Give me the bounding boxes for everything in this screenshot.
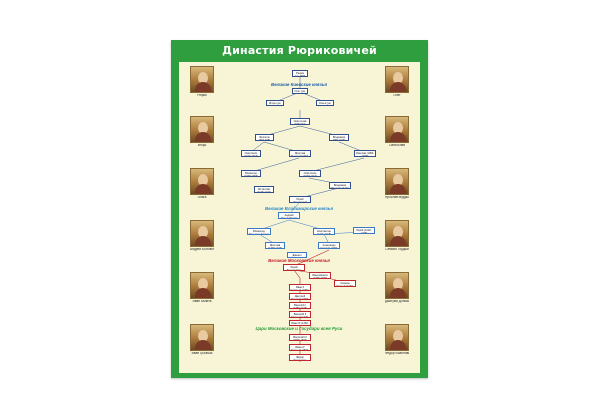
portrait-caption: Иван Грозный <box>191 352 213 355</box>
node-vsevolod: Всеволод (1078-1093) <box>241 170 261 177</box>
portrait-image <box>385 168 409 195</box>
portrait-image <box>190 324 214 351</box>
node-olga: Ольга (ум. 969) <box>316 100 334 106</box>
node-vasily-2: Василий II Тёмный (1425-1462) <box>289 311 311 318</box>
node-yaroslav: Ярослав Мудрый (1019-1054) <box>289 150 311 157</box>
moscow-heading: Великие Московские князья <box>268 258 330 263</box>
portrait-left-3: Ольга <box>190 168 214 200</box>
node-yaropolk: Ярополк (972-978) <box>255 134 274 141</box>
portrait-left-5: Иван Калита <box>190 272 214 304</box>
portrait-image <box>385 272 409 299</box>
node-izyaslav: Изяслав (1054-1078) <box>354 150 376 157</box>
node-yuri: Юрий (1218-1238) <box>353 227 375 234</box>
node-svyatopolk: Святополк (1015-1019) <box>241 150 261 157</box>
node-mstislav: Мстислав (1125-1132) <box>254 186 274 193</box>
portrait-caption: Дмитрий Донской <box>385 300 409 303</box>
portrait-left-6: Иван Грозный <box>190 324 214 356</box>
node-ivan-3: Иван III (1462-1505) <box>289 320 311 326</box>
portrait-image <box>190 66 214 93</box>
portrait-image <box>190 116 214 143</box>
node-dolgoruky: Юрий Долгорукий (1149-1157) <box>289 196 311 203</box>
node-ryurik: Рюрик (ум. 879) <box>292 70 308 77</box>
portrait-caption: Святослав <box>389 144 405 147</box>
portrait-caption: Игорь <box>197 144 207 147</box>
portrait-left-4: Андрей Боголюбский <box>190 220 214 252</box>
portrait-right-2: Святослав <box>385 116 409 148</box>
portrait-image <box>385 220 409 247</box>
node-bogolyubsky: Андрей Боголюбский (1157-1174) <box>278 212 300 219</box>
node-vasily-3: Василий III (1505-1533) <box>289 334 311 341</box>
node-vasily-1: Василий I (1389-1425) <box>289 302 311 309</box>
node-semion: Семион Гордый (1340-1353) <box>334 280 356 287</box>
node-igor: Игорь (ум. 945) <box>266 100 284 106</box>
portrait-left-1: Рюрик <box>190 66 214 98</box>
tsars-heading: Цари Московские и Государи всея Руси <box>255 326 343 331</box>
portrait-right-4: Семион Гордый <box>385 220 409 252</box>
node-yuri-daniilovich: Юрий Даниилович (1303-1325) <box>283 264 305 271</box>
portrait-image <box>190 272 214 299</box>
portrait-image <box>190 168 214 195</box>
tree-panel: Великие Киевские князья Великие Владимир… <box>179 62 420 373</box>
node-svyatopolk-2: Святополк (1093-1113) <box>299 170 321 177</box>
portrait-image <box>385 66 409 93</box>
portrait-caption: Ольга <box>197 196 207 199</box>
node-daniil: Даниил (1263-1303) <box>287 252 307 258</box>
portrait-right-6: Фёдор Иоаннович <box>385 324 409 356</box>
portrait-right-1: Олег <box>385 66 409 98</box>
portrait-caption: Иван Калита <box>192 300 212 303</box>
poster-board: Династия Рюриковичей <box>171 40 428 378</box>
node-ivan-groznyi: Иван IV Грозный (1533-1584) <box>289 344 311 351</box>
portrait-image <box>385 116 409 143</box>
portrait-left-2: Игорь <box>190 116 214 148</box>
poster-title: Династия Рюриковичей <box>222 44 377 57</box>
kiev-heading: Великие Киевские князья <box>271 82 327 87</box>
node-monomakh: Владимир Мономах (1113-1125) <box>329 182 351 189</box>
node-vladimir: Владимир (980-1015) <box>329 134 349 141</box>
node-svyatoslav: Святослав (945-972) <box>290 118 310 125</box>
portrait-right-5: Дмитрий Донской <box>385 272 409 304</box>
portrait-caption: Олег <box>393 94 401 97</box>
node-donskoy: Дмитрий Донской (1359-1389) <box>289 293 311 300</box>
portrait-caption: Фёдор Иоаннович <box>385 352 409 355</box>
portrait-image <box>385 324 409 351</box>
node-ivan-2: Иван II Красный (1353-1359) <box>289 284 311 291</box>
portrait-image <box>190 220 214 247</box>
node-fyodor: Фёдор Иоаннович (1584-1598) <box>289 354 311 361</box>
node-oleg: Олег (ум. 912) <box>292 88 308 94</box>
portrait-right-3: Ярослав Мудрый <box>385 168 409 200</box>
portrait-caption: Семион Гордый <box>385 248 409 251</box>
node-konstantin: Константин (1216-1218) <box>313 228 335 235</box>
node-vsevolod-nest: Всеволод Большое Гнездо (1176-1212) <box>247 228 271 235</box>
portrait-caption: Рюрик <box>197 94 207 97</box>
node-kalita: Иван Калита (1325-1340) <box>309 272 331 279</box>
node-nevsky: Александр Невский (1252-1263) <box>318 242 340 249</box>
portrait-caption: Андрей Боголюбский <box>190 248 214 251</box>
node-yaroslav-vl: Ярослав (1238-1246) <box>265 242 285 249</box>
portrait-caption: Ярослав Мудрый <box>385 196 409 199</box>
vladimir-heading: Великие Владимирские князья <box>265 206 333 211</box>
